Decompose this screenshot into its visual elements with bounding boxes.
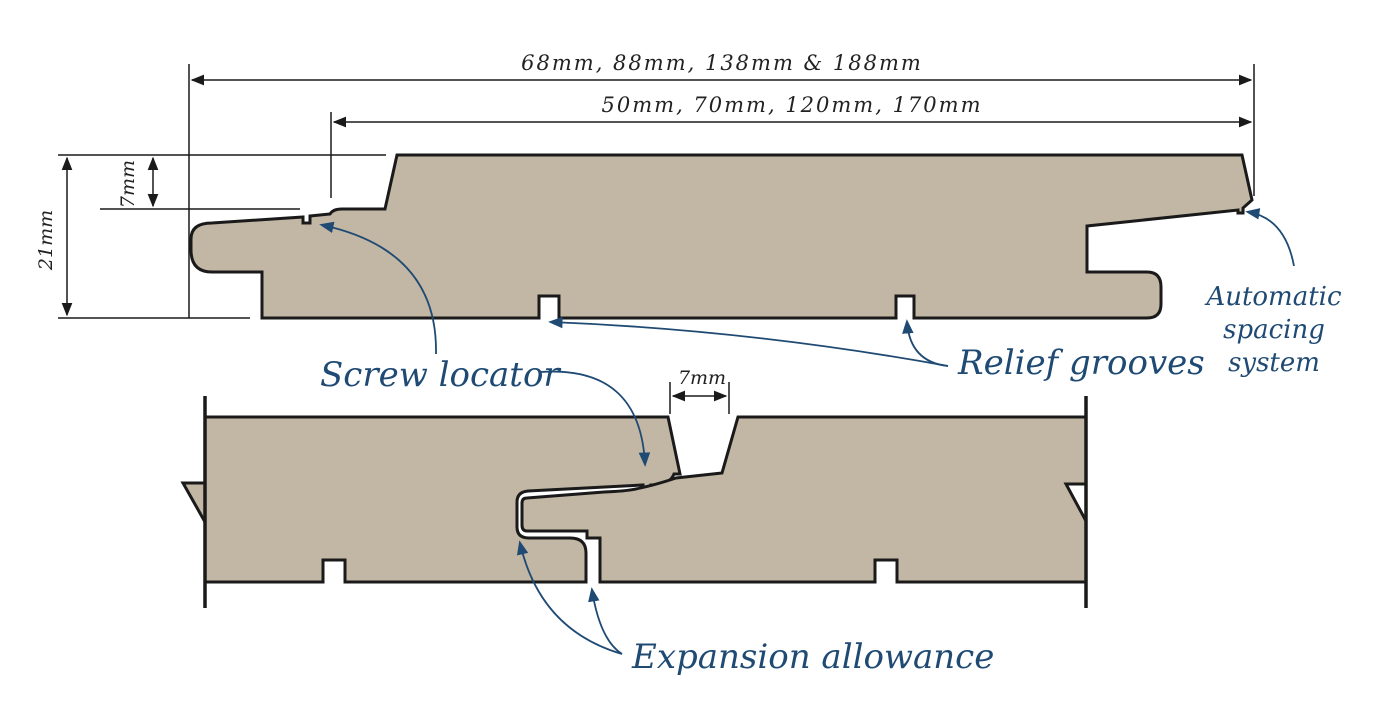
expansion-leader-right — [588, 587, 623, 655]
screw-locator-leader-top — [319, 221, 437, 355]
groove-gap-label: 7mm — [678, 367, 726, 389]
right-installed-board — [520, 415, 1088, 584]
relief-grooves-label: Relief grooves — [957, 343, 1205, 383]
spacing-leader — [1245, 208, 1295, 267]
screw-locator-leader-bottom — [539, 370, 651, 467]
thickness-label: 21mm — [35, 210, 57, 271]
tongue-offset-label: 7mm — [117, 160, 139, 208]
cover-width-label: 50mm, 70mm, 120mm, 170mm — [602, 93, 983, 117]
relief-grooves-leader-left — [548, 316, 949, 367]
top-board-profile — [189, 153, 1254, 320]
spacing-label-line-3: system — [1228, 348, 1320, 378]
screw-locator-label: Screw locator — [320, 355, 561, 395]
expansion-leader-left — [516, 540, 623, 655]
spacing-label-line-2: spacing — [1223, 315, 1325, 345]
relief-grooves-leader-right — [902, 319, 949, 367]
spacing-label-line-1: Automatic — [1204, 282, 1342, 312]
expansion-allowance-label: Expansion allowance — [631, 637, 994, 677]
overall-width-label: 68mm, 88mm, 138mm & 188mm — [521, 51, 923, 75]
